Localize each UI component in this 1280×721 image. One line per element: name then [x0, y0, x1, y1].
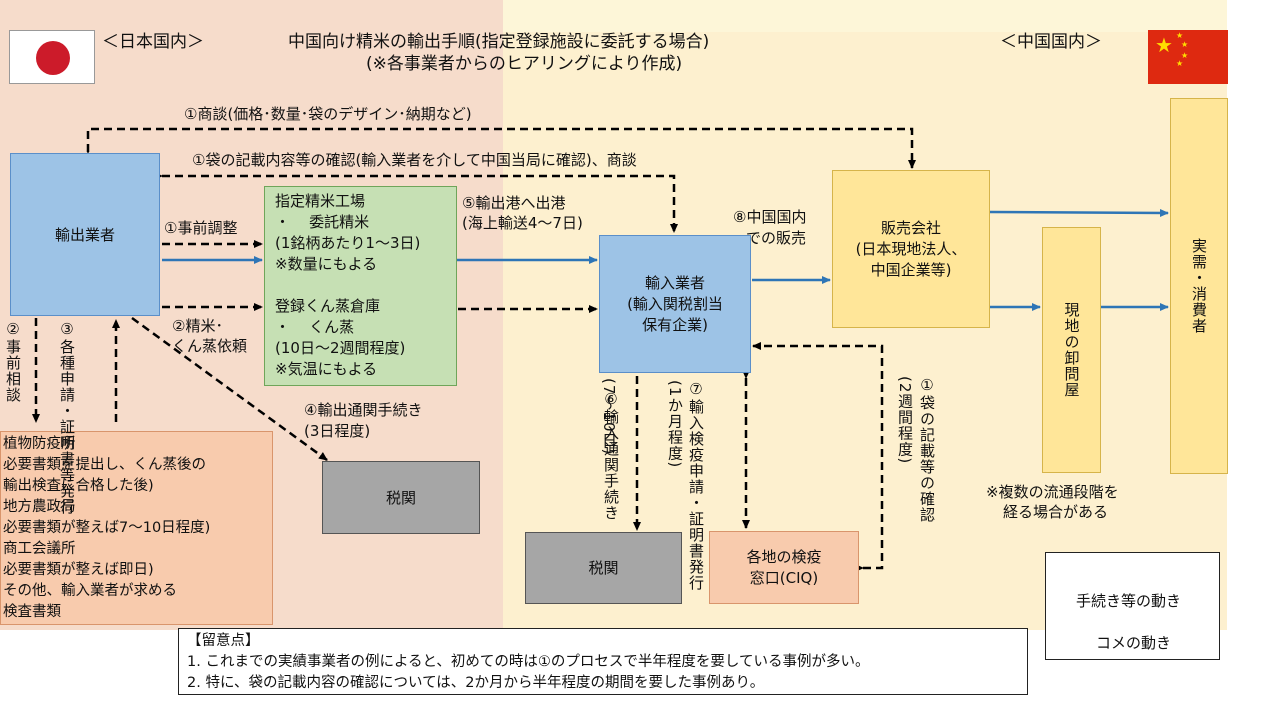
mill-warehouse-line: ※数量にもよる: [275, 255, 378, 273]
negotiation-arrow: [84, 127, 916, 169]
ciq-line: 窓口(CIQ): [749, 568, 819, 587]
export-clearance-arrow: [131, 316, 328, 462]
import-clearance-label-a: ⑥輸入通関手続き: [602, 390, 620, 521]
japan-flag-icon: [9, 30, 95, 84]
china-region-top-band: [503, 0, 1227, 32]
notes-heading: 【留意点】: [187, 633, 260, 649]
agencies-line: その他、輸入業者が求める: [3, 583, 177, 599]
agencies-line: 商工会議所: [3, 541, 76, 557]
export-clearance-label-2: (3日程度): [304, 422, 371, 440]
sales-company-line: 中国企業等): [870, 260, 952, 279]
importer-line: 保有企業): [642, 315, 708, 334]
notes-item-2: 2. 特に、袋の記載内容の確認については、2か月から半年程度の期間を要した事例あ…: [187, 675, 765, 691]
importer-line: 輸入業者: [644, 273, 705, 292]
mill-warehouse-line: ※気温にもよる: [275, 360, 378, 378]
china-domestic-label: ＜中国国内＞: [1000, 32, 1102, 52]
import-quarantine-label-a: ⑦輸入検疫申請・証明書発行: [687, 380, 705, 591]
sales-company-text: 販売会社 (日本現地法人、中国企業等): [856, 218, 967, 281]
mill-warehouse-line: ・ くん蒸: [275, 318, 355, 336]
mill-warehouse-line: ・ 委託精米: [275, 213, 370, 231]
legend: 手続き等の動き コメの動き: [1045, 552, 1220, 660]
agencies-line: 検査書類: [3, 604, 61, 620]
agencies-text: 植物防疫所必要書類を提出し、くん蒸後の輸出検査に合格した後) 地方農政局必要書類が…: [3, 434, 210, 623]
sales-company-line: 販売会社: [880, 218, 941, 237]
agencies-line: 必要書類が整えば即日): [3, 562, 154, 578]
bag-confirm-arrow: [154, 172, 678, 233]
multi-stage-note-2: 経る場合がある: [1003, 503, 1109, 521]
export-clearance-label-1: ④輸出通関手続き: [304, 401, 423, 419]
agencies-node: 植物防疫所必要書類を提出し、くん蒸後の輸出検査に合格した後) 地方農政局必要書類が…: [0, 431, 273, 625]
mill-warehouse-text: 指定精米工場・ 委託精米 (1銘柄あたり1～3日) ※数量にもよる 登録くん蒸倉庫・…: [275, 191, 420, 380]
customs-china-label: 税関: [588, 559, 619, 577]
exporter-label: 輸出業者: [54, 225, 115, 244]
certificate-label: ③各種申請・証明書等発行: [58, 320, 76, 515]
milling-request-label-1: ②精米･: [172, 317, 223, 335]
wholesale-label: 現地の卸問屋: [1062, 302, 1081, 398]
agencies-line: 必要書類を提出し、くん蒸後の: [3, 457, 206, 473]
customs-japan-node: 税関: [322, 461, 480, 534]
domestic-sales-label-2: での販売: [746, 229, 807, 247]
importer-node: 輸入業者 (輸入関税割当保有企業): [599, 235, 751, 373]
wholesale-node: 現地の卸問屋: [1042, 227, 1101, 473]
prearrange-label: ①事前調整: [164, 219, 238, 237]
bag-check-arrow: [752, 342, 884, 572]
agencies-line: 植物防疫所: [3, 436, 76, 452]
notes-panel: 【留意点】 1. これまでの実績事業者の例によると、初めての時は①のプロセスで半…: [178, 628, 1028, 695]
bag-check-label-b: (2週間程度): [896, 376, 914, 465]
export-port-label-1: ⑤輸出港へ出港: [462, 194, 566, 212]
bag-confirm-label: ①袋の記載内容等の確認(輸入業者を介して中国当局に確認)、商談: [192, 151, 637, 169]
customs-japan-label: 税関: [385, 488, 416, 507]
mill-warehouse-line: (10日～2週間程度): [275, 339, 406, 357]
consumer-node: 実需・消費者: [1170, 98, 1228, 474]
legend-rice-label: コメの動き: [1096, 634, 1172, 652]
multi-stage-note-1: ※複数の流通段階を: [986, 483, 1119, 501]
agencies-line: 地方農政局: [3, 499, 76, 515]
negotiation-label: ①商談(価格･数量･袋のデザイン･納期など): [184, 105, 472, 123]
consumer-label: 実需・消費者: [1190, 238, 1208, 334]
bag-check-label-a: ①袋の記載等の確認: [918, 376, 936, 523]
pre-consult-label: ②事前相談: [4, 320, 22, 403]
importer-text: 輸入業者 (輸入関税割当保有企業): [627, 273, 723, 336]
ciq-text: 各地の検疫窓口(CIQ): [746, 547, 821, 589]
mill-warehouse-line: 登録くん蒸倉庫: [275, 297, 381, 315]
sales-company-line: (日本現地法人、: [855, 239, 967, 258]
agencies-line: 輸出検査に合格した後): [3, 478, 154, 494]
china-flag-icon: ★ ★ ★ ★ ★: [1148, 30, 1228, 84]
diagram-title: 中国向け精米の輸出手順(指定登録施設に委託する場合): [288, 32, 710, 52]
sales-company-node: 販売会社 (日本現地法人、中国企業等): [832, 170, 990, 328]
exporter-node: 輸出業者: [10, 153, 160, 316]
export-port-label-2: (海上輸送4～7日): [462, 214, 583, 232]
legend-procedure-label: 手続き等の動き: [1076, 592, 1182, 610]
diagram-subtitle: (※各事業者からのヒアリングにより作成): [366, 54, 683, 74]
import-quarantine-label-b: (1か月程度): [666, 380, 684, 469]
mill-warehouse-line: (1銘柄あたり1～3日): [275, 234, 421, 252]
mill-warehouse-node: 指定精米工場・ 委託精米 (1銘柄あたり1～3日) ※数量にもよる 登録くん蒸倉庫・…: [264, 186, 457, 386]
ciq-line: 各地の検疫: [746, 547, 822, 566]
import-clearance-label-b: (7～10日): [600, 378, 618, 456]
milling-request-label-2: くん蒸依頼: [172, 337, 248, 355]
customs-china-node: 税関: [525, 532, 682, 604]
japan-domestic-label: ＜日本国内＞: [102, 32, 204, 52]
mill-warehouse-line: [275, 275, 420, 296]
agencies-line: 必要書類が整えば7～10日程度): [3, 520, 211, 536]
rice-sales-to-consumer-arrow: [989, 208, 1169, 217]
importer-line: (輸入関税割当: [627, 294, 723, 313]
mill-warehouse-line: 指定精米工場: [275, 192, 366, 210]
ciq-node: 各地の検疫窓口(CIQ): [709, 531, 859, 604]
notes-item-1: 1. これまでの実績事業者の例によると、初めての時は①のプロセスで半年程度を要し…: [187, 654, 870, 670]
domestic-sales-label-1: ⑧中国国内: [733, 208, 807, 226]
